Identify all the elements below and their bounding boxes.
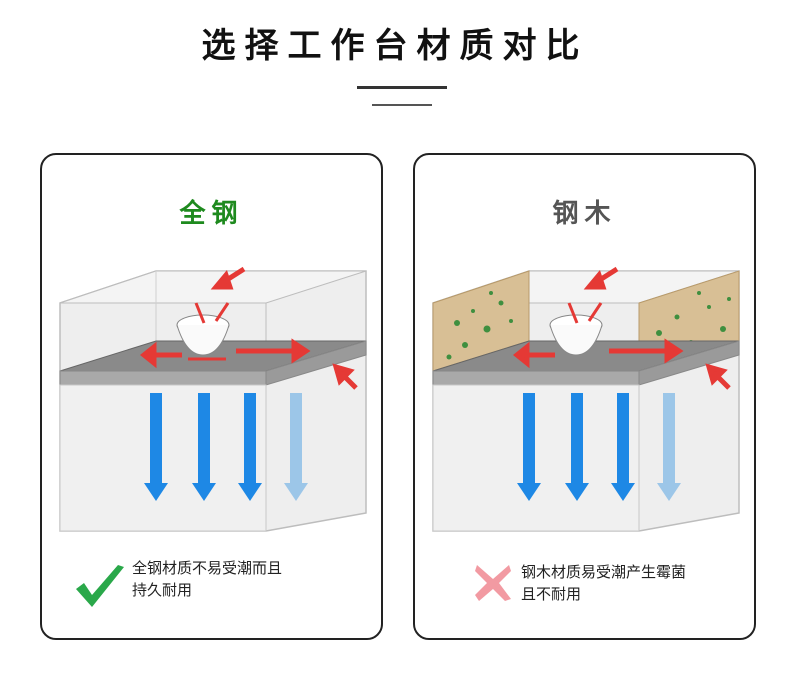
steel-wood-note: 钢木材质易受潮产生霉菌 且不耐用 — [415, 555, 754, 615]
steel-wood-note-line2: 且不耐用 — [521, 585, 582, 603]
downflow-arrows — [144, 393, 308, 501]
cross-icon — [475, 565, 511, 601]
steel-wood-workbench-illustration — [432, 266, 740, 532]
downflow-arrows — [517, 393, 681, 501]
steel-workbench-illustration — [59, 266, 367, 532]
steel-card-title: 全钢 — [179, 199, 244, 229]
title-divider-bottom — [372, 104, 432, 106]
steel-card: 全钢 — [40, 153, 383, 640]
steel-wood-note-line1: 钢木材质易受潮产生霉菌 — [521, 563, 687, 581]
steel-wood-card-title: 钢木 — [552, 199, 617, 229]
steel-note-line2: 持久耐用 — [132, 581, 193, 599]
steel-wood-note-text: 钢木材质易受潮产生霉菌 且不耐用 — [521, 561, 731, 605]
steel-note-text: 全钢材质不易受潮而且 持久耐用 — [132, 557, 332, 601]
steel-note-line1: 全钢材质不易受潮而且 — [132, 559, 283, 577]
check-icon — [76, 565, 124, 607]
steel-note: 全钢材质不易受潮而且 持久耐用 — [42, 555, 381, 615]
page-title: 选择工作台材质对比 — [201, 26, 589, 66]
title-divider-top — [357, 86, 447, 89]
steel-wood-card: 钢木 — [413, 153, 756, 640]
